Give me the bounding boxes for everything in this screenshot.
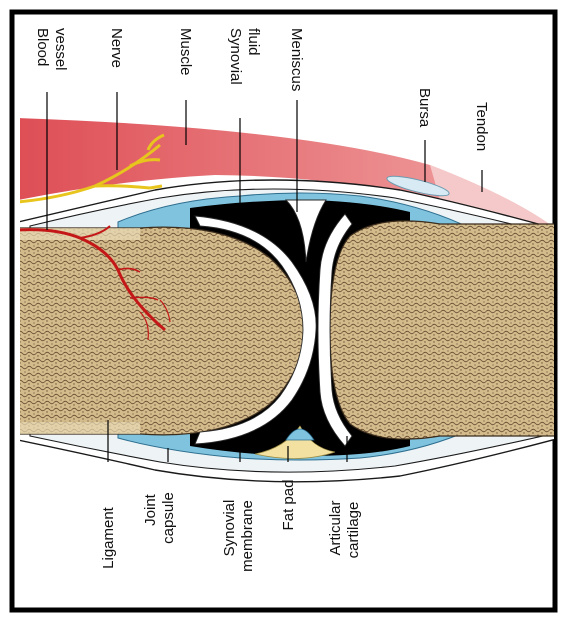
label-synovial-fluid-line2: fluid [245, 28, 262, 56]
label-fat-pad: Fat pad [280, 480, 297, 531]
label-blood-vessel-line2: vessel [52, 28, 69, 71]
label-articular-cartilage-line2: cartilage [345, 502, 362, 559]
label-muscle: Muscle [177, 28, 194, 76]
label-joint-capsule-line2: capsule [160, 492, 177, 544]
label-tendon: Tendon [473, 102, 490, 151]
label-articular-cartilage-line1: Articular [327, 500, 344, 555]
left-bone [18, 227, 304, 435]
label-synovial-fluid-line1: Synovial [227, 28, 244, 85]
label-bursa: Bursa [416, 88, 433, 128]
label-ligament: Ligament [100, 506, 117, 569]
right-bone [330, 221, 560, 439]
label-meniscus: Meniscus [288, 28, 305, 91]
label-blood-vessel-line1: Blood [34, 28, 51, 66]
label-joint-capsule-line1: Joint [142, 493, 159, 526]
label-nerve: Nerve [108, 28, 125, 68]
label-synovial-membrane-line2: membrane [239, 500, 256, 572]
label-synovial-membrane-line1: Synovial [221, 500, 238, 557]
